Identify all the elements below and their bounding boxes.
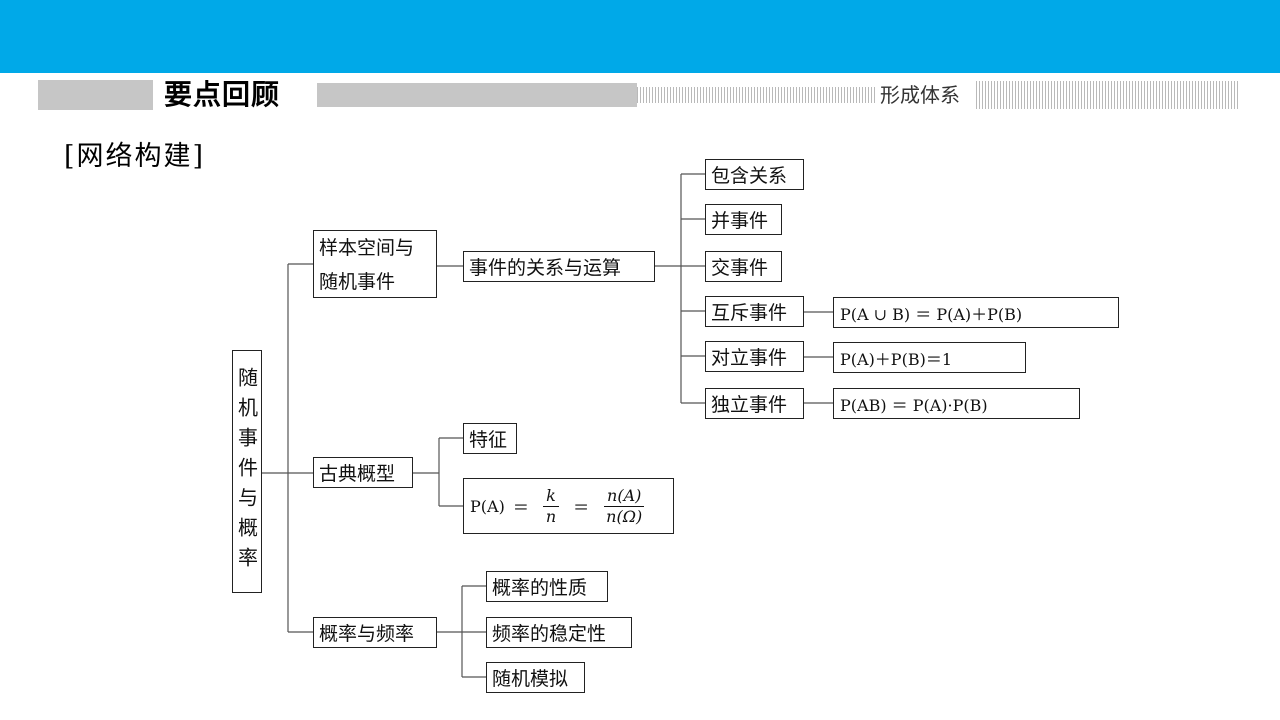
header-stripes-right: [976, 81, 1238, 109]
relation-item: 包含关系: [705, 159, 804, 190]
header-row: 要点回顾 形成体系: [0, 75, 1280, 115]
probfreq-item: 频率的稳定性: [486, 617, 632, 648]
fraction-numerator: k: [543, 486, 559, 507]
classical-feature: 特征: [463, 423, 517, 454]
relation-item: 对立事件: [705, 341, 804, 372]
node-prob-freq: 概率与频率: [313, 617, 437, 648]
formula-independent: P(AB) ＝ P(A)·P(B): [833, 388, 1080, 419]
fraction-k-n: k n: [543, 486, 559, 527]
node-relations: 事件的关系与运算: [463, 251, 655, 282]
page-title: 要点回顾: [164, 78, 281, 111]
relation-item: 交事件: [705, 251, 782, 282]
fraction-denominator: n(Ω): [606, 506, 643, 526]
fraction-numerator: n(A): [604, 486, 645, 507]
relation-item: 独立事件: [705, 388, 804, 419]
header-left-bar: [38, 80, 153, 110]
probfreq-item: 概率的性质: [486, 571, 608, 602]
formula-eq: ＝: [573, 498, 590, 517]
relation-item: 互斥事件: [705, 296, 804, 327]
node-sample-space: 样本空间与随机事件: [313, 230, 437, 298]
probfreq-item: 随机模拟: [486, 662, 585, 693]
formula-mutex: P(A ∪ B) ＝ P(A)＋P(B): [833, 297, 1119, 328]
page-subtitle: 形成体系: [880, 83, 960, 107]
header-mid-bar: [317, 83, 637, 107]
top-banner: [0, 0, 1280, 73]
formula-eq: ＝: [512, 498, 529, 517]
node-classical: 古典概型: [313, 457, 413, 488]
section-title: [网络构建]: [64, 141, 206, 172]
fraction-denominator: n: [545, 506, 557, 526]
header-stripes-left: [637, 87, 875, 103]
fraction-nA-nOmega: n(A) n(Ω): [603, 486, 645, 527]
formula-lhs: P(A): [470, 496, 505, 516]
root-node: 随机事件与概率: [232, 350, 262, 593]
classical-formula: P(A) ＝ k n ＝ n(A) n(Ω): [463, 478, 674, 534]
formula-complement: P(A)＋P(B)＝1: [833, 342, 1026, 373]
relation-item: 并事件: [705, 204, 782, 235]
